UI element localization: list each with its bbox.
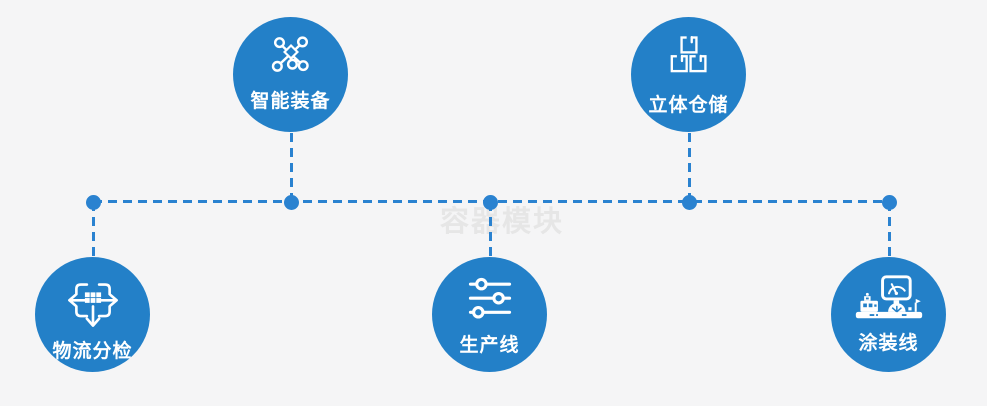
node-label: 立体仓储 [648,94,729,116]
node-logistics-sorting: 物流分检 [35,257,150,372]
node-stereo-warehouse: 立体仓储 [631,17,746,132]
junction-dot-painting [881,194,897,210]
watermark-text: 容器模块 [440,204,565,238]
connector-branch-painting [887,202,891,258]
node-painting-line: 涂装线 [831,257,946,372]
control-panel-icon [854,274,924,322]
connector-branch-production [488,202,492,258]
sorting-arrows-icon [65,274,121,330]
node-label: 涂装线 [858,332,919,354]
junction-dot-production [482,194,498,210]
node-label: 物流分检 [52,340,133,362]
junction-dot-warehouse [681,194,697,210]
sliders-icon [465,274,515,324]
stacked-boxes-icon [664,34,714,84]
junction-dot-smart-equipment [283,194,299,210]
node-production-line: 生产线 [432,257,547,372]
connector-branch-smart-equipment [289,133,293,202]
node-label: 智能装备 [250,90,331,112]
connector-branch-logistics [91,202,95,258]
connector-branch-warehouse [687,133,691,202]
molecule-network-icon [268,34,314,80]
node-smart-equipment: 智能装备 [233,17,348,132]
junction-dot-logistics [85,194,101,210]
node-label: 生产线 [459,334,520,356]
